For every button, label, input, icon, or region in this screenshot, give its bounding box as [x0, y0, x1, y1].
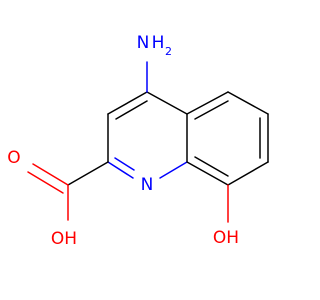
bond-c3-c4-inner: [115, 100, 148, 120]
amino-nitrogen-label: N: [137, 33, 150, 53]
quinoline-structure-diagram: N H 2 N O OH OH: [7, 33, 269, 249]
bond-n1-c2: [107, 161, 134, 179]
bond-c4a-c5-inner: [194, 100, 229, 120]
bond-c5-c6: [227, 91, 269, 115]
amino-hydrogen-label: H: [152, 33, 165, 53]
amino-hydrogen-count: 2: [165, 45, 172, 58]
phenol-hydroxyl-label: OH: [213, 228, 239, 248]
carboxyl-hydroxyl-label: OH: [51, 229, 77, 249]
bond-c4-c4a: [146, 91, 188, 115]
skeleton-bonds: [27, 61, 269, 223]
bond-c4a-c5: [186, 91, 229, 115]
bond-c8-c8a: [186, 161, 229, 186]
bond-carboxyl-carbonyl: [32, 163, 69, 186]
bond-c3-c4: [107, 91, 148, 115]
bond-c2-carboxyl: [67, 161, 109, 186]
atom-labels: N H 2 N O OH OH: [7, 33, 239, 249]
carbonyl-oxygen-label: O: [7, 148, 20, 168]
bond-c7-c8: [227, 161, 269, 186]
bond-carboxyl-carbonyl-double: [27, 171, 64, 194]
bond-c8-c8a-inner: [194, 156, 229, 177]
bond-c8a-n1: [159, 161, 188, 179]
bond-n1-c2-inner: [114, 157, 135, 171]
ring-nitrogen-label: N: [141, 175, 154, 195]
